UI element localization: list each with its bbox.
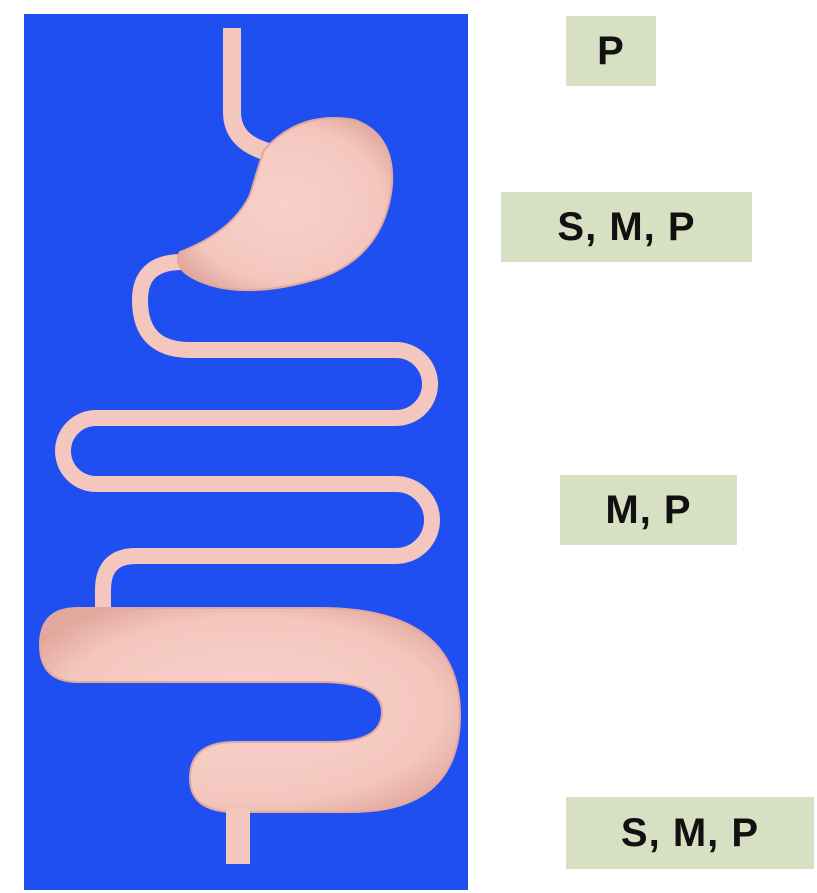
label-box-large-intestine: S, M, P [566, 797, 814, 869]
label-text: P [597, 31, 625, 71]
label-text: S, M, P [557, 207, 695, 247]
label-box-stomach: S, M, P [501, 192, 752, 262]
label-box-esophagus: P [566, 16, 656, 86]
label-text: S, M, P [621, 813, 759, 853]
large-intestine [40, 608, 460, 812]
esophagus [232, 28, 268, 152]
small-intestine [63, 262, 432, 620]
rectum [226, 808, 250, 864]
label-text: M, P [605, 490, 691, 530]
stomach [178, 118, 392, 290]
label-box-small-intestine: M, P [560, 475, 737, 545]
